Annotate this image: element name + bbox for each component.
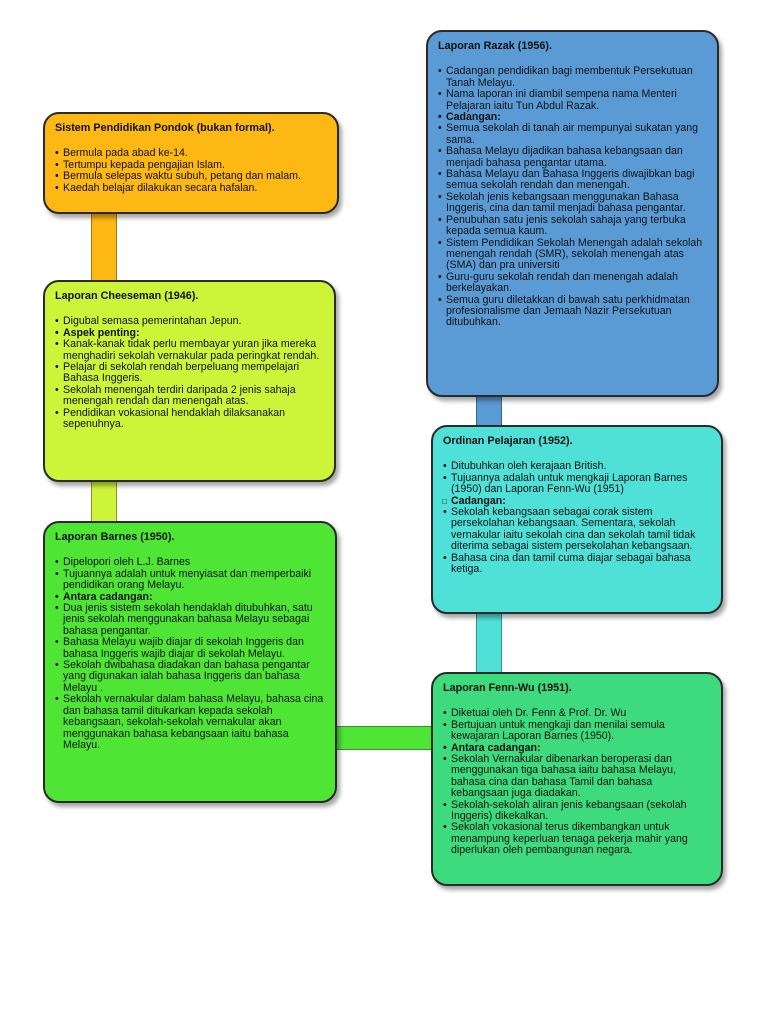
box-laporan-cheeseman: Laporan Cheeseman (1946). Digubal semasa… bbox=[43, 280, 336, 482]
list-item: Pelajar di sekolah rendah berpeluang mem… bbox=[55, 361, 324, 385]
box-laporan-fenn-wu: Laporan Fenn-Wu (1951). Diketuai oleh Dr… bbox=[431, 672, 723, 886]
connector-ordinan-fennwu bbox=[476, 610, 502, 678]
list-item: Kaedah belajar dilakukan secara hafalan. bbox=[55, 182, 327, 195]
bullet-list: Dipelopori oleh L.J. Barnes Tujuannya ad… bbox=[55, 556, 325, 751]
list-item-heading: Cadangan: bbox=[438, 111, 707, 124]
list-item: Sekolah vokasional terus dikembangkan un… bbox=[443, 822, 711, 856]
list-item: Bahasa Melayu dan Bahasa Inggeris diwaji… bbox=[438, 168, 707, 192]
box-title: Sistem Pendidikan Pondok (bukan formal). bbox=[55, 122, 275, 134]
list-item: Pendidikan vokasional hendaklah dilaksan… bbox=[55, 407, 324, 431]
connector-cheeseman-barnes bbox=[91, 478, 117, 526]
bullet-list: Diketuai oleh Dr. Fenn & Prof. Dr. Wu Be… bbox=[443, 707, 711, 856]
list-item: Bertujuan untuk mengkaji dan menilai sem… bbox=[443, 719, 711, 743]
list-item: Sekolah-sekolah aliran jenis kebangsaan … bbox=[443, 799, 711, 823]
list-item: Sistem Pendidikan Sekolah Menengah adala… bbox=[438, 237, 707, 272]
list-item: Sekolah dwibahasa diadakan dan bahasa pe… bbox=[55, 659, 325, 694]
list-item: Sekolah vernakular dalam bahasa Melayu, … bbox=[55, 694, 325, 751]
list-item-heading: Cadangan: bbox=[442, 495, 711, 508]
bullet-list: Bermula pada abad ke-14. Tertumpu kepada… bbox=[55, 147, 327, 195]
list-item: Diketuai oleh Dr. Fenn & Prof. Dr. Wu bbox=[443, 707, 711, 720]
list-item: Ditubuhkan oleh kerajaan British. bbox=[443, 460, 711, 473]
list-item: Bermula pada abad ke-14. bbox=[55, 147, 327, 160]
list-item: Sekolah jenis kebangsaan menggunakan Bah… bbox=[438, 191, 707, 215]
connector-barnes-fennwu bbox=[333, 726, 435, 750]
list-item-heading: Antara cadangan: bbox=[55, 591, 325, 604]
box-laporan-barnes: Laporan Barnes (1950). Dipelopori oleh L… bbox=[43, 521, 337, 803]
box-title: Laporan Razak (1956). bbox=[438, 40, 553, 52]
list-item: Sekolah menengah terdiri daripada 2 jeni… bbox=[55, 384, 324, 408]
list-item: Tertumpu kepada pengajian Islam. bbox=[55, 159, 327, 172]
list-item: Tujuannya adalah untuk menyiasat dan mem… bbox=[55, 568, 325, 592]
list-item: Tujuannya adalah untuk mengkaji Laporan … bbox=[443, 472, 711, 496]
list-item: Sekolah Vernakular dibenarkan beroperasi… bbox=[443, 753, 711, 800]
bullet-list: Digubal semasa pemerintahan Jepun. Aspek… bbox=[55, 315, 324, 431]
list-item: Guru-guru sekolah rendah dan menengah ad… bbox=[438, 271, 707, 295]
list-item: Dua jenis sistem sekolah hendaklah ditub… bbox=[55, 602, 325, 637]
box-ordinan-pelajaran: Ordinan Pelajaran (1952). Ditubuhkan ole… bbox=[431, 425, 723, 614]
list-item: Digubal semasa pemerintahan Jepun. bbox=[55, 315, 324, 328]
list-item: Dipelopori oleh L.J. Barnes bbox=[55, 556, 325, 569]
bullet-list: Cadangan pendidikan bagi membentuk Perse… bbox=[438, 66, 707, 328]
list-item: Nama laporan ini diambil sempena nama Me… bbox=[438, 89, 707, 112]
box-laporan-razak: Laporan Razak (1956). Cadangan pendidika… bbox=[426, 30, 719, 397]
list-item: Bermula selepas waktu subuh, petang dan … bbox=[55, 170, 327, 183]
list-item: Penubuhan satu jenis sekolah sahaja yang… bbox=[438, 214, 707, 238]
list-item: Semua guru diletakkan di bawah satu perk… bbox=[438, 294, 707, 329]
box-title: Laporan Barnes (1950). bbox=[55, 531, 175, 543]
list-item-heading: Aspek penting: bbox=[55, 327, 324, 340]
list-item: Cadangan pendidikan bagi membentuk Perse… bbox=[438, 66, 707, 89]
bullet-list: Ditubuhkan oleh kerajaan British. Tujuan… bbox=[442, 460, 711, 576]
list-item-heading: Antara cadangan: bbox=[443, 742, 711, 755]
list-item: Sekolah kebangsaan sebagai corak sistem … bbox=[443, 506, 711, 553]
connector-pondok-cheeseman bbox=[91, 210, 117, 286]
box-title: Laporan Cheeseman (1946). bbox=[55, 290, 199, 302]
box-title: Ordinan Pelajaran (1952). bbox=[443, 435, 573, 447]
list-item: Kanak-kanak tidak perlu membayar yuran j… bbox=[55, 339, 324, 362]
list-item: Semua sekolah di tanah air mempunyai suk… bbox=[438, 123, 707, 146]
box-sistem-pendidikan-pondok: Sistem Pendidikan Pondok (bukan formal).… bbox=[43, 112, 339, 214]
list-item: Bahasa cina dan tamil cuma diajar sebaga… bbox=[443, 552, 711, 576]
box-title: Laporan Fenn-Wu (1951). bbox=[443, 682, 572, 694]
list-item: Bahasa Melayu wajib diajar di sekolah In… bbox=[55, 637, 325, 660]
list-item: Bahasa Melayu dijadikan bahasa kebangsaa… bbox=[438, 146, 707, 169]
